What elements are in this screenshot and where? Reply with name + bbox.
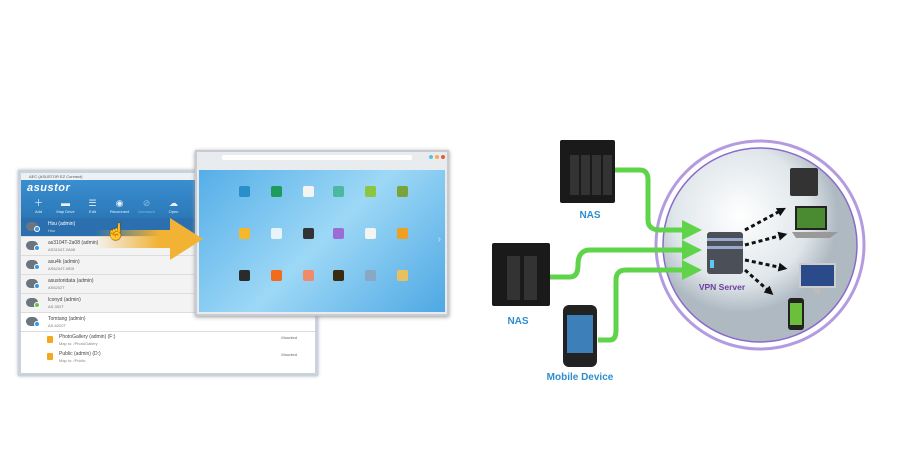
unmount-button[interactable]: ⊘Unmount bbox=[133, 197, 160, 214]
cloud-icon bbox=[26, 260, 40, 270]
distribution-arrows bbox=[744, 207, 788, 295]
app-icon[interactable] bbox=[239, 228, 250, 239]
app-icon[interactable] bbox=[365, 270, 376, 281]
app-icon[interactable] bbox=[333, 228, 344, 239]
unmount-icon: ⊘ bbox=[142, 198, 151, 208]
edit-icon: ☰ bbox=[88, 198, 97, 208]
app-icon[interactable] bbox=[271, 186, 282, 197]
drive-icon bbox=[47, 336, 53, 343]
window-title: AEC (ASUSTOR EZ Connect) bbox=[21, 173, 315, 180]
app-icon[interactable] bbox=[303, 186, 314, 197]
nas-4bay-icon bbox=[560, 140, 615, 203]
app-icon[interactable] bbox=[271, 270, 282, 281]
smartphone-icon bbox=[788, 298, 804, 330]
window-dot[interactable] bbox=[435, 155, 439, 159]
connection-row[interactable]: Tomtang (admin)AS-6202T bbox=[21, 313, 315, 332]
desktop-screen: › bbox=[199, 170, 445, 312]
toolbar: ＋Add ▬Map Drive ☰Edit ◉Reconnect ⊘Unmoun… bbox=[25, 197, 187, 214]
adm-desktop-window: › bbox=[195, 150, 449, 316]
app-icon[interactable] bbox=[303, 270, 314, 281]
open-icon: ☁ bbox=[169, 198, 178, 208]
vpn-diagram: NAS NAS Mobile Device VPN Server bbox=[492, 139, 866, 383]
laptop-icon bbox=[792, 206, 838, 238]
edit-button[interactable]: ☰Edit bbox=[79, 197, 106, 214]
app-icon[interactable] bbox=[239, 270, 250, 281]
nas-2bay-icon bbox=[492, 243, 550, 306]
cloud-icon bbox=[26, 317, 40, 327]
cloud-icon bbox=[26, 279, 40, 289]
add-button[interactable]: ＋Add bbox=[25, 197, 52, 214]
app-icon[interactable] bbox=[397, 228, 408, 239]
app-icon[interactable] bbox=[365, 228, 376, 239]
open-button[interactable]: ☁Open bbox=[160, 197, 187, 214]
app-icon[interactable] bbox=[397, 186, 408, 197]
app-icon[interactable] bbox=[333, 186, 344, 197]
cloud-icon bbox=[26, 241, 40, 251]
drive-row[interactable]: PhotoGallery (admin) (F:)Map to: /PhotoG… bbox=[21, 332, 315, 349]
nas-label: NAS bbox=[579, 210, 600, 221]
app-icon[interactable] bbox=[333, 270, 344, 281]
window-dot[interactable] bbox=[429, 155, 433, 159]
mobile-device-label: Mobile Device bbox=[547, 372, 614, 383]
app-icon[interactable] bbox=[239, 186, 250, 197]
chevron-right-icon[interactable]: › bbox=[437, 234, 441, 245]
vpn-server-icon bbox=[707, 232, 743, 274]
hand-cursor-icon: ☝ bbox=[106, 224, 126, 241]
globe bbox=[662, 147, 858, 343]
app-icon[interactable] bbox=[271, 228, 282, 239]
mobile-device-icon bbox=[563, 305, 597, 367]
window-dot[interactable] bbox=[441, 155, 445, 159]
drive-icon: ▬ bbox=[61, 198, 70, 208]
reconnect-icon: ◉ bbox=[115, 198, 124, 208]
address-bar[interactable] bbox=[222, 155, 412, 160]
vpn-server-label: VPN Server bbox=[699, 282, 746, 292]
app-icon[interactable] bbox=[365, 186, 376, 197]
plus-icon: ＋ bbox=[33, 198, 43, 208]
remote-nas-icon bbox=[790, 168, 818, 196]
cloud-icon bbox=[26, 222, 40, 232]
transition-arrow bbox=[95, 218, 203, 260]
cloud-icon bbox=[26, 298, 40, 308]
nas-label: NAS bbox=[507, 316, 528, 327]
imac-icon bbox=[799, 263, 836, 294]
app-icon[interactable] bbox=[397, 270, 408, 281]
reconnect-button[interactable]: ◉Reconnect bbox=[106, 197, 133, 214]
app-icon[interactable] bbox=[303, 228, 314, 239]
asustor-logo: asustor bbox=[27, 182, 71, 194]
links bbox=[550, 167, 702, 343]
map-drive-button[interactable]: ▬Map Drive bbox=[52, 197, 79, 214]
drive-icon bbox=[47, 353, 53, 360]
